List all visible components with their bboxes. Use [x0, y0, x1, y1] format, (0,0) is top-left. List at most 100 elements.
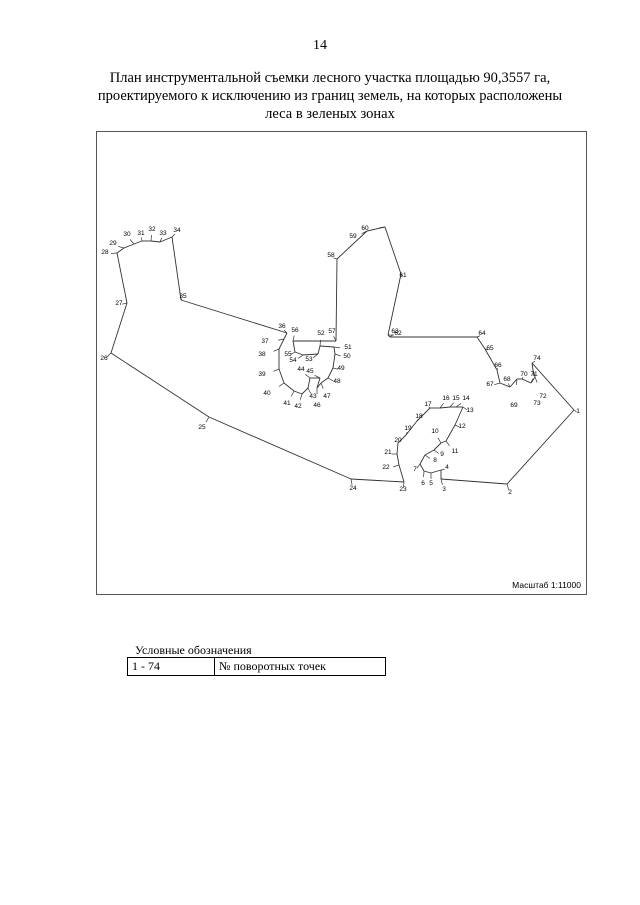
- point-label: 58: [327, 252, 335, 259]
- point-label: 74: [533, 355, 541, 362]
- point-label: 64: [478, 330, 486, 337]
- point-tick: [129, 239, 135, 245]
- point-label: 14: [462, 395, 470, 402]
- point-tick: [305, 374, 311, 379]
- point-tick: [405, 431, 408, 436]
- boundary-segment: [319, 345, 335, 348]
- point-label: 34: [173, 227, 181, 234]
- boundary-segment: [123, 243, 135, 249]
- point-label: 42: [294, 403, 302, 410]
- point-label: 3: [442, 486, 446, 493]
- point-label: 18: [415, 413, 423, 420]
- point-tick: [449, 402, 454, 408]
- boundary-segment: [387, 273, 402, 336]
- point-tick: [314, 375, 321, 379]
- point-label: 35: [179, 293, 187, 300]
- boundary-segment: [398, 464, 405, 483]
- point-label: 63: [391, 328, 399, 335]
- title-line-3: леса в зеленых зонах: [265, 106, 395, 122]
- point-tick: [424, 454, 431, 459]
- point-tick: [283, 329, 288, 334]
- point-tick: [531, 360, 536, 364]
- point-labels: 1234567891011121314151617181920212223242…: [100, 225, 580, 496]
- point-label: 4: [445, 464, 449, 471]
- point-label: 12: [458, 423, 466, 430]
- boundary-segment: [316, 377, 321, 389]
- point-label: 6: [421, 480, 425, 487]
- point-label: 26: [100, 355, 108, 362]
- boundary-segment: [419, 454, 426, 465]
- point-label: 65: [486, 345, 494, 352]
- point-label: 56: [291, 327, 299, 334]
- point-label: 30: [123, 231, 131, 238]
- boundary-segment: [484, 348, 498, 371]
- point-label: 15: [452, 395, 460, 402]
- point-label: 36: [278, 323, 286, 330]
- boundary-segment: [439, 406, 451, 409]
- point-tick: [334, 353, 341, 357]
- point-label: 7: [413, 466, 417, 473]
- parcel-boundary: [110, 226, 575, 485]
- boundary-segment: [440, 478, 508, 485]
- survey-plan-drawing: 1234567891011121314151617181920212223242…: [100, 225, 580, 496]
- point-label: 43: [309, 393, 317, 400]
- point-tick: [445, 440, 450, 447]
- boundary-segment: [430, 469, 442, 474]
- boundary-segment: [423, 470, 432, 474]
- title-line-2: проектируемого к исключению из границ зе…: [97, 88, 563, 104]
- point-tick: [300, 393, 303, 400]
- boundary-segment: [506, 409, 575, 485]
- point-tick: [494, 382, 501, 386]
- point-tick: [180, 298, 183, 301]
- boundary-segment: [416, 407, 431, 422]
- boundary-segment: [320, 377, 329, 384]
- point-tick: [516, 378, 518, 386]
- boundary-segment: [445, 424, 456, 442]
- point-label: 52: [317, 330, 325, 337]
- point-tick: [319, 339, 321, 347]
- point-label: 38: [258, 351, 266, 358]
- boundary-segment: [531, 362, 575, 411]
- point-tick: [439, 402, 444, 409]
- point-label: 33: [159, 230, 167, 237]
- boundary-segment: [292, 340, 296, 353]
- point-label: 1: [576, 408, 580, 415]
- point-label: 9: [440, 451, 444, 458]
- point-ticks: [106, 226, 577, 490]
- point-label: 44: [297, 366, 305, 373]
- boundary-segment: [150, 240, 161, 243]
- point-tick: [440, 469, 445, 471]
- point-tick: [313, 353, 319, 358]
- boundary-segment: [499, 382, 511, 388]
- map-scale: Масштаб 1:11000: [512, 580, 581, 590]
- point-tick: [278, 382, 285, 387]
- boundary-segment: [283, 382, 295, 392]
- boundary-segment: [316, 382, 322, 389]
- point-label: 54: [289, 357, 297, 364]
- document-title: План инструментальной съемки лесного уча…: [60, 69, 600, 123]
- point-tick: [106, 352, 112, 358]
- boundary-segment: [424, 449, 435, 456]
- boundary-segment: [307, 377, 311, 389]
- point-label: 45: [306, 368, 314, 375]
- boundary-segment: [531, 362, 534, 371]
- point-label: 39: [258, 371, 266, 378]
- boundary-segment: [110, 302, 128, 354]
- boundary-segment: [397, 434, 407, 444]
- point-label: 68: [503, 376, 511, 383]
- boundary-segment: [335, 258, 338, 342]
- point-label: 29: [109, 240, 117, 247]
- boundary-segment: [294, 351, 304, 356]
- boundary-segment: [293, 390, 303, 395]
- point-tick: [205, 416, 210, 423]
- point-label: 51: [344, 344, 352, 351]
- point-tick: [403, 481, 405, 488]
- point-label: 59: [349, 233, 357, 240]
- legend-range: 1 - 74: [127, 657, 215, 676]
- point-tick: [534, 376, 538, 383]
- boundary-segment: [171, 236, 182, 301]
- point-label: 73: [533, 400, 541, 407]
- point-label: 2: [508, 489, 512, 496]
- point-tick: [476, 335, 481, 338]
